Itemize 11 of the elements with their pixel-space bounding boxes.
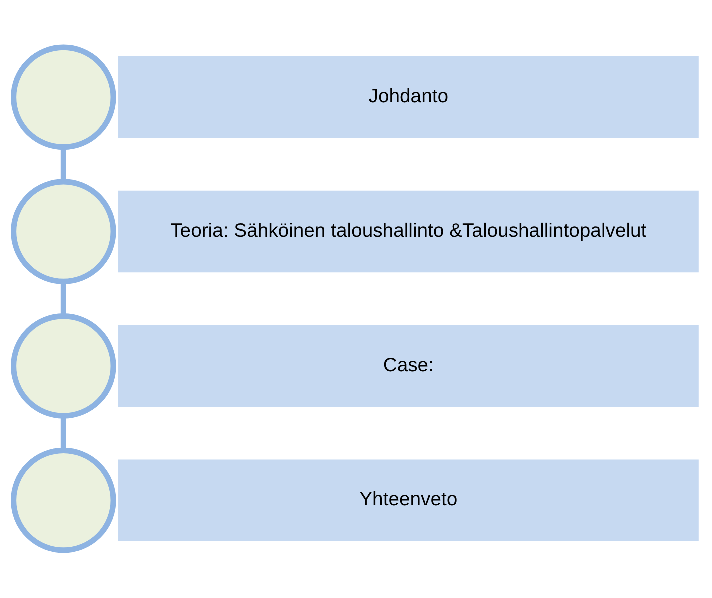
node-circle — [11, 448, 116, 554]
node-box: Teoria: Sähköinen taloushallinto &Taloushallintopalvelut — [118, 190, 699, 273]
node-box: Yhteenveto — [118, 460, 699, 542]
node-box: Johdanto — [118, 56, 699, 138]
node-box: Case: — [118, 325, 699, 408]
node-circle — [11, 44, 116, 150]
node-circle — [11, 314, 116, 419]
node-circle — [11, 179, 116, 284]
connector — [60, 282, 66, 316]
connector — [60, 416, 66, 450]
connector — [60, 147, 66, 182]
